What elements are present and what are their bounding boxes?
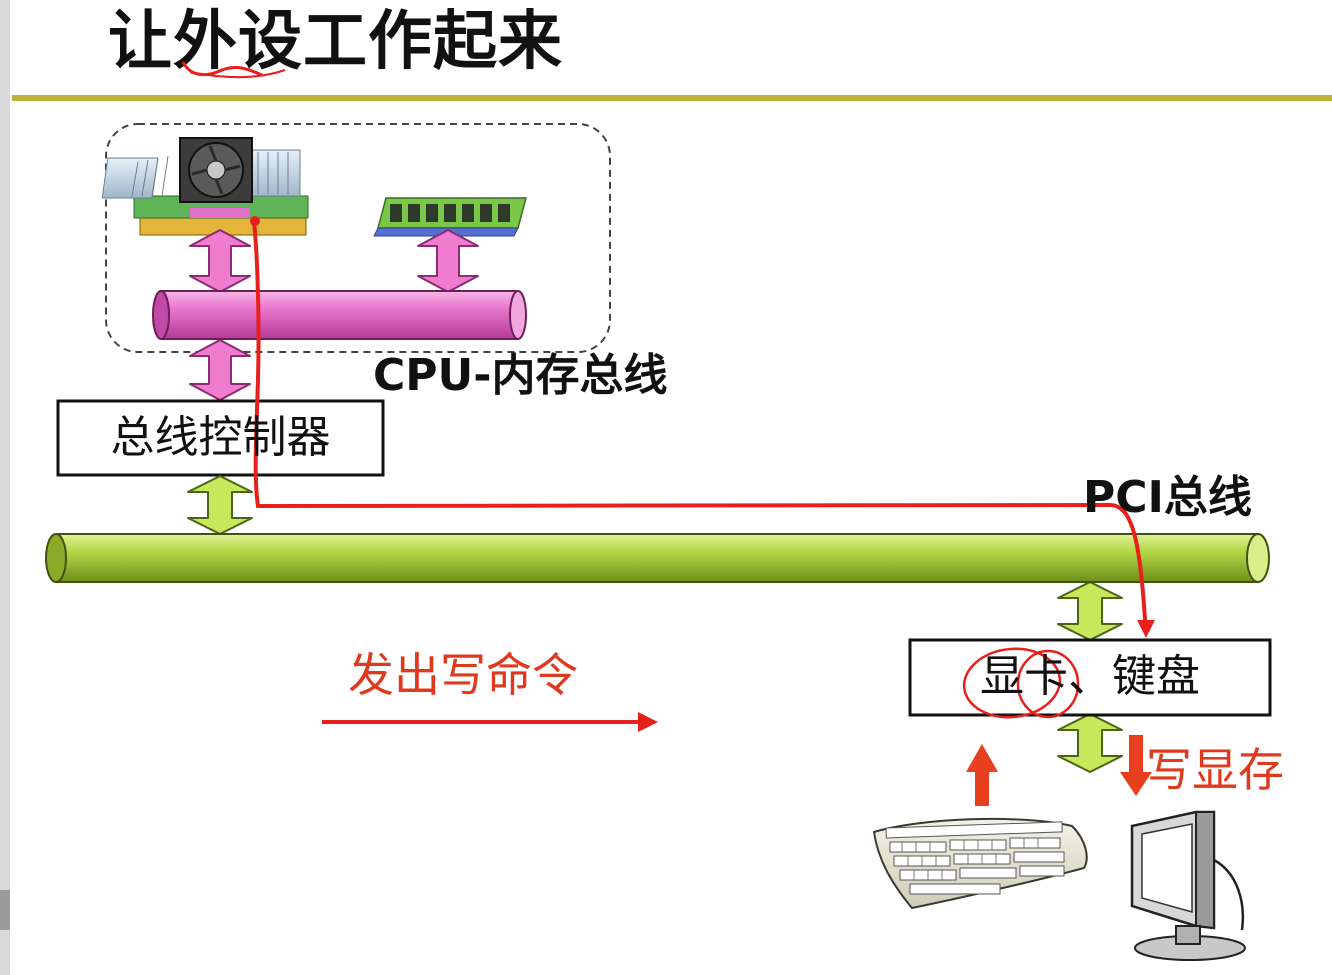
devices-ink-circle	[962, 647, 1080, 719]
slide-title: 让外设工作起来	[108, 5, 563, 79]
keyboard-input-arrow	[966, 744, 998, 806]
title-ink-annotation	[181, 61, 286, 79]
bus-to-controller-connector	[189, 339, 251, 401]
keyboard-icon	[872, 817, 1088, 910]
pci-bus-label: PCI总线	[1083, 472, 1252, 523]
devices-to-monitor-connector	[1057, 713, 1123, 773]
devices-label: 显卡、键盘	[980, 651, 1200, 703]
monitor-icon	[1130, 810, 1246, 961]
window-left-edge	[0, 0, 10, 975]
bus-controller-label: 总线控制器	[110, 411, 331, 463]
cpu-memory-bus-label: CPU-内存总线	[373, 350, 668, 401]
cpu-memory-bus	[152, 290, 527, 340]
window-edge-marker	[0, 890, 10, 930]
cpu-to-bus-connector	[189, 229, 251, 293]
cpu-icon	[101, 137, 309, 236]
write-path-annotation	[250, 216, 1155, 638]
title-underline-rule	[12, 95, 1332, 101]
pci-to-devices-connector	[1057, 581, 1123, 641]
bus-controller-box	[56, 399, 385, 477]
pci-bus	[45, 533, 1270, 583]
controller-to-pci-connector	[187, 475, 253, 535]
write-vram-arrow	[1120, 735, 1152, 796]
write-command-arrow	[322, 712, 658, 732]
write-vram-label: 写显存	[1146, 743, 1284, 797]
write-command-label: 发出写命令	[348, 648, 578, 702]
cpu-memory-group-box	[105, 123, 611, 353]
memory-to-bus-connector	[417, 229, 479, 293]
